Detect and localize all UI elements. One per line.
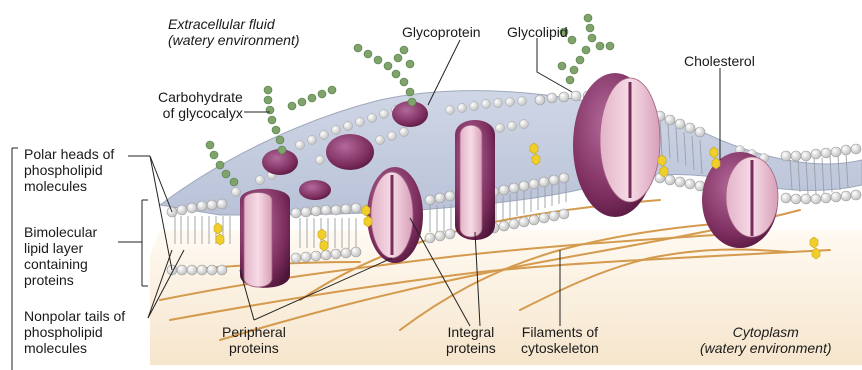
bimolecular-lipid-layer-label: Bimolecular lipid layer containing prote… <box>24 224 97 288</box>
polar-heads-label: Polar heads of phospholipid molecules <box>24 146 114 194</box>
nonpolar-tails-label: Nonpolar tails of phospholipid molecules <box>24 308 125 356</box>
protein-center-left <box>367 167 423 263</box>
peripheral-proteins-label: Peripheral proteins <box>222 324 286 356</box>
filaments-of-cytoskeleton-label: Filaments of cytoskeleton <box>521 324 599 356</box>
protein-integral-center <box>455 120 495 240</box>
carbohydrate-of-glycocalyx-label: Carbohydrate of glycocalyx <box>158 89 243 121</box>
integral-proteins-label: Integral proteins <box>446 324 496 356</box>
cytoplasm-label: Cytoplasm (watery environment) <box>700 324 832 356</box>
protein-large-right <box>573 73 660 217</box>
extracellular-fluid-label: Extracellular fluid (watery environment) <box>168 16 300 48</box>
glycolipid-label: Glycolipid <box>507 24 568 40</box>
glycoprotein-label: Glycoprotein <box>402 24 481 40</box>
protein-far-left <box>240 189 290 288</box>
cholesterol-label: Cholesterol <box>684 53 755 69</box>
